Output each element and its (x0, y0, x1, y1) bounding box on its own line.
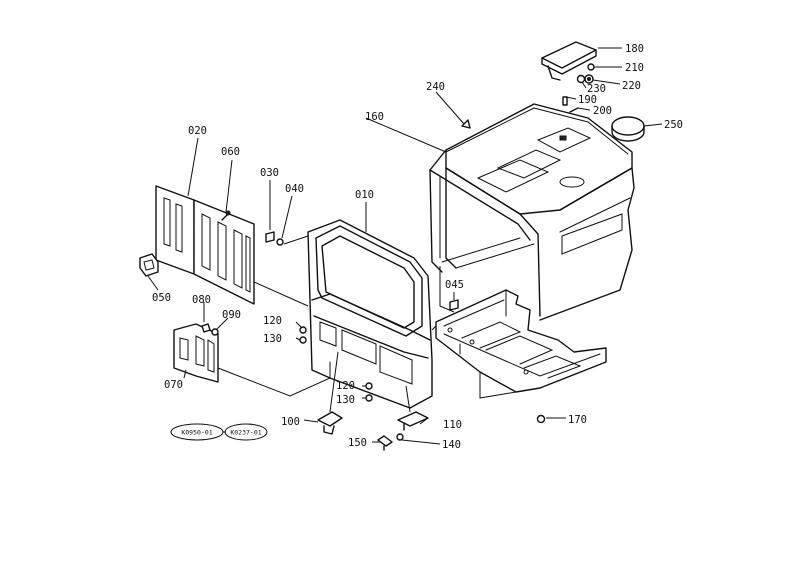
label-180: 180 (625, 43, 644, 55)
nut-120-upper[interactable] (299, 326, 307, 334)
bolt-045[interactable] (449, 299, 459, 311)
clip-240[interactable] (461, 119, 471, 129)
pin-200[interactable] (569, 107, 579, 113)
grille-020[interactable] (155, 185, 255, 305)
assembly-lines (217, 235, 517, 413)
part-labels: 010 020 030 040 045 050 060 070 080 090 … (152, 43, 683, 451)
screw-060[interactable] (221, 210, 231, 221)
label-120-upper: 120 (263, 315, 282, 327)
bolt-080[interactable] (201, 323, 211, 333)
ref-code-oval-2: K0237-01 (224, 423, 268, 441)
bolt-150[interactable] (377, 435, 393, 451)
label-100: 100 (281, 416, 300, 428)
label-070: 070 (164, 379, 183, 391)
ref-code-oval-1: K0950-01 (170, 423, 224, 441)
label-090: 090 (222, 309, 241, 321)
label-010: 010 (355, 189, 374, 201)
ref-code-2: K0237-01 (230, 429, 261, 437)
nut-120-lower[interactable] (365, 382, 373, 390)
label-140: 140 (442, 439, 461, 451)
label-110: 110 (443, 419, 462, 431)
bolt-030[interactable] (265, 231, 275, 243)
nut-040[interactable] (276, 238, 284, 246)
cap-250[interactable] (611, 116, 645, 142)
label-045: 045 (445, 279, 464, 291)
label-130-lower: 130 (336, 394, 355, 406)
washer-220[interactable] (584, 74, 594, 84)
label-060: 060 (221, 146, 240, 158)
label-050: 050 (152, 292, 171, 304)
reference-codes: K0950-01 K0237-01 (170, 423, 268, 441)
screw-210[interactable] (587, 63, 595, 71)
label-130-upper: 130 (263, 333, 282, 345)
emblem-050[interactable] (139, 253, 159, 277)
washer-130-upper[interactable] (299, 336, 307, 344)
label-150: 150 (348, 437, 367, 449)
label-030: 030 (260, 167, 279, 179)
label-250: 250 (664, 119, 683, 131)
leader-lines (147, 47, 663, 445)
lower-grille-070[interactable] (173, 323, 219, 383)
label-210: 210 (625, 62, 644, 74)
nut-230[interactable] (576, 74, 586, 84)
label-200: 200 (593, 105, 612, 117)
label-170: 170 (568, 414, 587, 426)
label-240: 240 (426, 81, 445, 93)
ref-code-1: K0950-01 (181, 429, 212, 437)
bolt-170[interactable] (536, 414, 546, 424)
label-040: 040 (285, 183, 304, 195)
cap-180[interactable] (541, 41, 597, 81)
label-020: 020 (188, 125, 207, 137)
label-080: 080 (192, 294, 211, 306)
label-190: 190 (578, 94, 597, 106)
front-frame-010[interactable] (307, 219, 433, 409)
washer-130-lower[interactable] (365, 394, 373, 402)
label-220: 220 (622, 80, 641, 92)
bonnet-160[interactable] (429, 103, 635, 321)
label-230: 230 (587, 83, 606, 95)
pin-190[interactable] (562, 96, 568, 106)
bracket-100[interactable] (317, 411, 343, 435)
label-120-lower: 120 (336, 380, 355, 392)
label-160: 160 (365, 111, 384, 123)
washer-090[interactable] (211, 328, 219, 336)
base-plate[interactable] (435, 289, 607, 393)
nut-140[interactable] (396, 433, 404, 441)
